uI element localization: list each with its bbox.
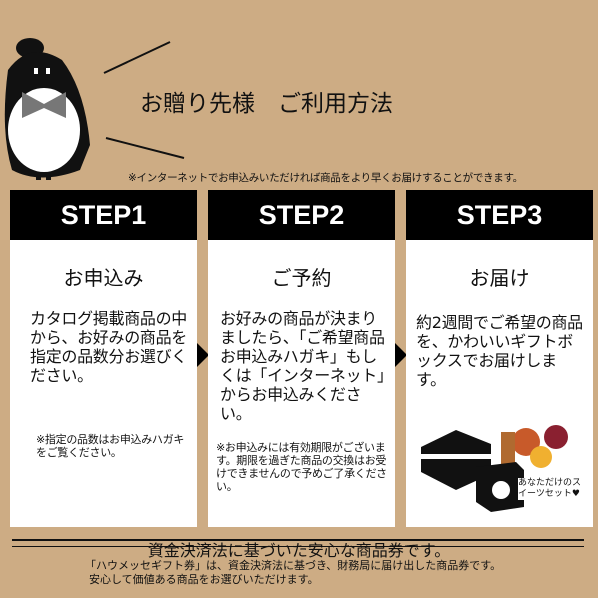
step-note: ※指定の品数はお申込みハガキをご覧ください。 [36,433,185,459]
step-body: 約2週間でご希望の商品を、かわいいギフトボックスでお届けします。 [416,313,583,389]
image-caption: あなただけのスイーツセット♥ [518,478,588,500]
footer-headline: 資金決済法に基づいた安心な商品券です。 [147,541,451,560]
step-title: お申込み [63,266,144,290]
gift-box-image [421,425,568,512]
divider [12,539,584,541]
arrow-right-icon [197,343,209,367]
step-2-card: STEP2 ご予約 お好みの商品が決まりましたら、「ご希望商品お申込みハガキ」も… [208,190,395,527]
penguin-mascot-icon [4,38,90,180]
step-note: ※お申込みには有効期限がございます。期限を過ぎた商品の交換はお受けできませんので… [216,441,387,493]
page-title: お贈り先様 ご利用方法 [140,91,393,117]
step-title: お届け [469,266,530,290]
step-body: お好みの商品が決まりましたら、「ご希望商品お申込みハガキ」もしくは「インターネッ… [220,309,385,423]
internet-note: ※インターネットでお申込みいただければ商品をより早くお届けすることができます。 [128,172,523,184]
step-label: STEP1 [10,190,197,240]
step-label: STEP2 [208,190,395,240]
step-3-card: STEP3 お届け 約2週間でご希望の商品を、かわいいギフトボックスでお届けしま… [406,190,593,527]
footer-line-2: 安心して価値ある商品をお選びいただけます。 [89,573,319,586]
footer-text: 「ハウメッセギフト券」は、資金決済法に基づき、財務局に届け出した商品券です。 安… [85,559,501,587]
step-title: ご予約 [271,266,332,290]
step-1-card: STEP1 お申込み カタログ掲載商品の中から、お好みの商品を指定の品数分お選び… [10,190,197,527]
divider [12,546,584,547]
step-body: カタログ掲載商品の中から、お好みの商品を指定の品数分お選びください。 [30,309,188,385]
speech-lines [103,41,185,159]
footer-line-1: 「ハウメッセギフト券」は、資金決済法に基づき、財務局に届け出した商品券です。 [85,559,502,572]
arrow-right-icon [395,343,407,367]
step-label: STEP3 [406,190,593,240]
